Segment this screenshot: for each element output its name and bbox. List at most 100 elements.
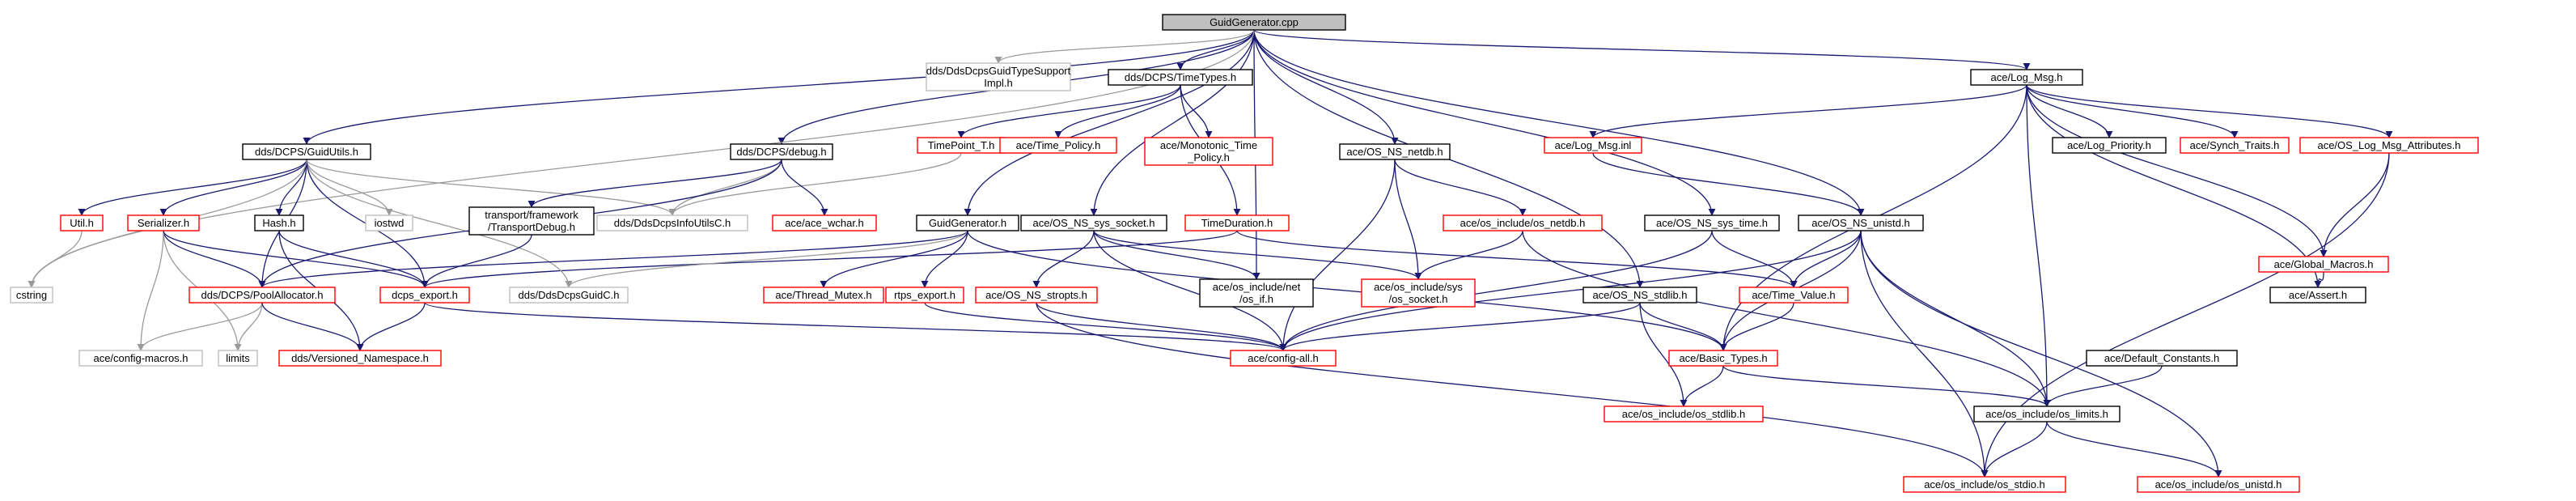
node-serializer[interactable]: Serializer.h <box>127 214 200 231</box>
node-osstdlib[interactable]: ace/os_include/os_stdlib.h <box>1604 405 1764 422</box>
node-socket[interactable]: ace/OS_NS_sys_socket.h <box>1020 214 1167 231</box>
node-netif[interactable]: ace/os_include/net/os_if.h <box>1199 278 1314 308</box>
edge-root-to-netdb <box>1253 29 1399 145</box>
node-osstdio[interactable]: ace/os_include/os_stdio.h <box>1903 476 2066 493</box>
node-label: iostwd <box>375 217 405 229</box>
node-timetypes[interactable]: dds/DCPS/TimeTypes.h <box>1108 69 1253 86</box>
node-timepoint[interactable]: TimePoint_T.h <box>917 137 1006 154</box>
node-osnetdb[interactable]: ace/os_include/os_netdb.h <box>1443 214 1603 231</box>
node-logmsg[interactable]: ace/Log_Msg.h <box>1970 69 2083 86</box>
node-logmsginl[interactable]: ace/Log_Msg.inl <box>1544 137 1642 154</box>
node-box <box>2299 137 2479 154</box>
node-infoutils[interactable]: dds/DdsDcpsInfoUtilsC.h <box>596 214 748 231</box>
edge-poolalloc-to-configmacros <box>137 302 263 351</box>
edge-root-to-guidgenh <box>964 29 1255 216</box>
node-systime[interactable]: ace/OS_NS_sys_time.h <box>1644 214 1780 231</box>
node-box <box>509 287 629 304</box>
edge-logmsg-to-logmsginl <box>1589 84 2027 138</box>
node-box <box>2180 137 2290 154</box>
node-iostwd[interactable]: iostwd <box>365 214 413 231</box>
node-logpriority[interactable]: ace/Log_Priority.h <box>2052 137 2167 154</box>
node-timeduration[interactable]: TimeDuration.h <box>1184 214 1290 231</box>
node-cstring[interactable]: cstring <box>10 287 53 304</box>
node-configmacros[interactable]: ace/config-macros.h <box>78 350 203 367</box>
node-defaultconst[interactable]: ace/Default_Constants.h <box>2086 350 2238 367</box>
edge-timetypes-to-timepolicy <box>1054 84 1181 138</box>
node-monotonic[interactable]: ace/Monotonic_Time_Policy.h <box>1144 137 1273 166</box>
node-root[interactable]: GuidGenerator.cpp <box>1162 14 1346 31</box>
edge-timetypes-to-monotonic <box>1180 84 1213 138</box>
node-logmsgattr[interactable]: ace/OS_Log_Msg_Attributes.h <box>2299 137 2479 154</box>
edge-oslimits-to-osunistd <box>2046 421 2222 478</box>
node-guidgenh[interactable]: GuidGenerator.h <box>916 214 1019 231</box>
edge-root-to-logmsg <box>1253 29 2031 70</box>
edge-osnetdb-to-ossocket <box>1414 230 1523 280</box>
node-label: ace/OS_NS_sys_time.h <box>1656 217 1768 229</box>
node-label: ace/Global_Macros.h <box>2274 258 2374 270</box>
node-util[interactable]: Util.h <box>60 214 104 231</box>
node-timevalue[interactable]: ace/Time_Value.h <box>1739 287 1849 304</box>
edge-serializer-to-configmacros <box>137 230 164 351</box>
node-label: ace/os_include/os_limits.h <box>1985 408 2108 420</box>
edge-stropts-to-osstdio <box>1036 302 1989 478</box>
edge-socket-to-configall <box>1093 230 1287 351</box>
node-label: ace/config-macros.h <box>93 352 188 364</box>
node-label: ace/os_include/os_netdb.h <box>1460 217 1586 229</box>
node-transportdebug[interactable]: transport/framework/TransportDebug.h <box>468 206 595 236</box>
node-box <box>1973 405 2121 422</box>
node-box <box>730 143 833 160</box>
edge-guidutils-to-serializer <box>159 159 307 216</box>
node-label: cstring <box>16 289 47 301</box>
node-label: ace/os_include/os_stdlib.h <box>1622 408 1746 420</box>
edge-dcpsexport-to-configall <box>424 302 1287 351</box>
node-hash[interactable]: Hash.h <box>254 214 304 231</box>
node-stdlib[interactable]: ace/OS_NS_stdlib.h <box>1582 287 1697 304</box>
node-label: ace/Monotonic_Time <box>1160 139 1257 151</box>
node-label: dds/DCPS/GuidUtils.h <box>255 146 358 158</box>
node-stropts[interactable]: ace/OS_NS_stropts.h <box>975 287 1098 304</box>
node-box <box>1544 137 1642 154</box>
edge-hash-to-dcpsexport <box>278 230 429 288</box>
node-unistd[interactable]: ace/OS_NS_unistd.h <box>1798 214 1924 231</box>
node-poolalloc[interactable]: dds/DCPS/PoolAllocator.h <box>189 287 336 304</box>
node-box <box>468 206 595 236</box>
node-label: dds/DCPS/TimeTypes.h <box>1125 71 1236 83</box>
node-dcpsexport[interactable]: dcps_export.h <box>379 287 470 304</box>
edge-timevalue-to-basictypes <box>1719 302 1794 351</box>
edge-serializer-to-dcpsexport <box>163 230 429 288</box>
edge-socket-to-ossocket <box>1093 230 1422 280</box>
edge-guidgenh-to-threadmutex <box>820 230 968 288</box>
node-synchtraits[interactable]: ace/Synch_Traits.h <box>2180 137 2290 154</box>
node-box <box>2052 137 2167 154</box>
node-acewchar[interactable]: ace/ace_wchar.h <box>772 214 877 231</box>
node-osunistd[interactable]: ace/os_include/os_unistd.h <box>2137 476 2300 493</box>
edge-debug-to-transportdebug <box>527 159 782 208</box>
node-oslimits[interactable]: ace/os_include/os_limits.h <box>1973 405 2121 422</box>
node-box <box>1230 350 1337 367</box>
edge-logmsg-to-globalmacros <box>2026 84 2328 257</box>
node-netdb[interactable]: ace/OS_NS_netdb.h <box>1339 143 1451 160</box>
edge-root-to-systime <box>1253 29 1716 216</box>
node-timepolicy[interactable]: ace/Time_Policy.h <box>999 137 1117 154</box>
node-basictypes[interactable]: ace/Basic_Types.h <box>1668 350 1778 367</box>
node-threadmutex[interactable]: ace/Thread_Mutex.h <box>763 287 884 304</box>
node-guidutils[interactable]: dds/DCPS/GuidUtils.h <box>242 143 371 160</box>
node-box <box>999 137 1117 154</box>
node-ossocket[interactable]: ace/os_include/sys/os_socket.h <box>1361 278 1476 308</box>
edge-timeduration-to-timevalue <box>1236 230 1798 288</box>
node-debug[interactable]: dds/DCPS/debug.h <box>730 143 833 160</box>
node-label: dds/Versioned_Namespace.h <box>291 352 429 364</box>
node-label: ace/Assert.h <box>2289 289 2347 301</box>
node-box <box>78 350 203 367</box>
node-globalmacros[interactable]: ace/Global_Macros.h <box>2258 256 2389 273</box>
node-box <box>1644 214 1780 231</box>
node-configall[interactable]: ace/config-all.h <box>1230 350 1337 367</box>
node-assert[interactable]: ace/Assert.h <box>2269 287 2366 304</box>
node-versioned[interactable]: dds/Versioned_Namespace.h <box>278 350 442 367</box>
node-rtpsexport[interactable]: rtps_export.h <box>885 287 964 304</box>
node-label: dds/DdsDcpsGuidTypeSupport <box>926 65 1071 77</box>
node-limits[interactable]: limits <box>218 350 258 367</box>
node-guidc[interactable]: dds/DdsDcpsGuidC.h <box>509 287 629 304</box>
node-box <box>2137 476 2300 493</box>
